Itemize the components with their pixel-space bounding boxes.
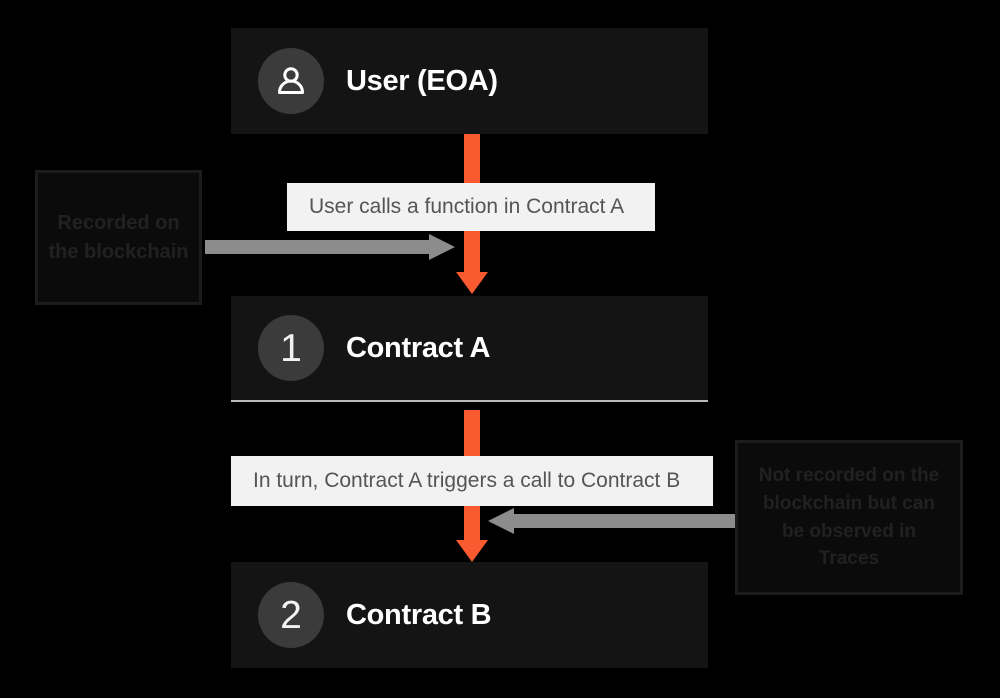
caption-contract-a-triggers-contract-b: In turn, Contract A triggers a call to C… xyxy=(231,456,713,506)
node-user: User (EOA) xyxy=(231,28,708,134)
badge-number: 2 xyxy=(280,593,302,637)
caption-text: In turn, Contract A triggers a call to C… xyxy=(253,469,681,492)
annotation-text: Not recorded on the blockchain but can b… xyxy=(758,465,940,570)
badge-number: 1 xyxy=(280,326,302,370)
node-contract-a-label: Contract A xyxy=(346,331,491,364)
arrow-head xyxy=(456,272,488,294)
annotation-not-recorded-traces: Not recorded on the blockchain but can b… xyxy=(735,440,963,595)
step-number-badge-1: 1 xyxy=(258,315,324,381)
caption-user-calls-contract-a: User calls a function in Contract A xyxy=(287,183,655,231)
node-contract-b-label: Contract B xyxy=(346,598,492,631)
pointer-head xyxy=(488,508,514,534)
annotation-text: Recorded on the blockchain xyxy=(48,211,189,263)
pointer-shaft xyxy=(205,240,429,254)
arrow-head xyxy=(456,540,488,562)
person-icon xyxy=(258,48,324,114)
pointer-arrow-right-annotation xyxy=(488,508,736,534)
pointer-head xyxy=(429,234,455,260)
caption-text: User calls a function in Contract A xyxy=(309,195,625,218)
step-number-badge-2: 2 xyxy=(258,582,324,648)
node-user-label: User (EOA) xyxy=(346,64,498,97)
node-contract-a: 1 Contract A xyxy=(231,296,708,402)
node-contract-b: 2 Contract B xyxy=(231,562,708,668)
pointer-arrow-left-annotation xyxy=(205,234,455,260)
pointer-shaft xyxy=(514,514,736,528)
annotation-recorded-on-blockchain: Recorded on the blockchain xyxy=(35,170,202,305)
